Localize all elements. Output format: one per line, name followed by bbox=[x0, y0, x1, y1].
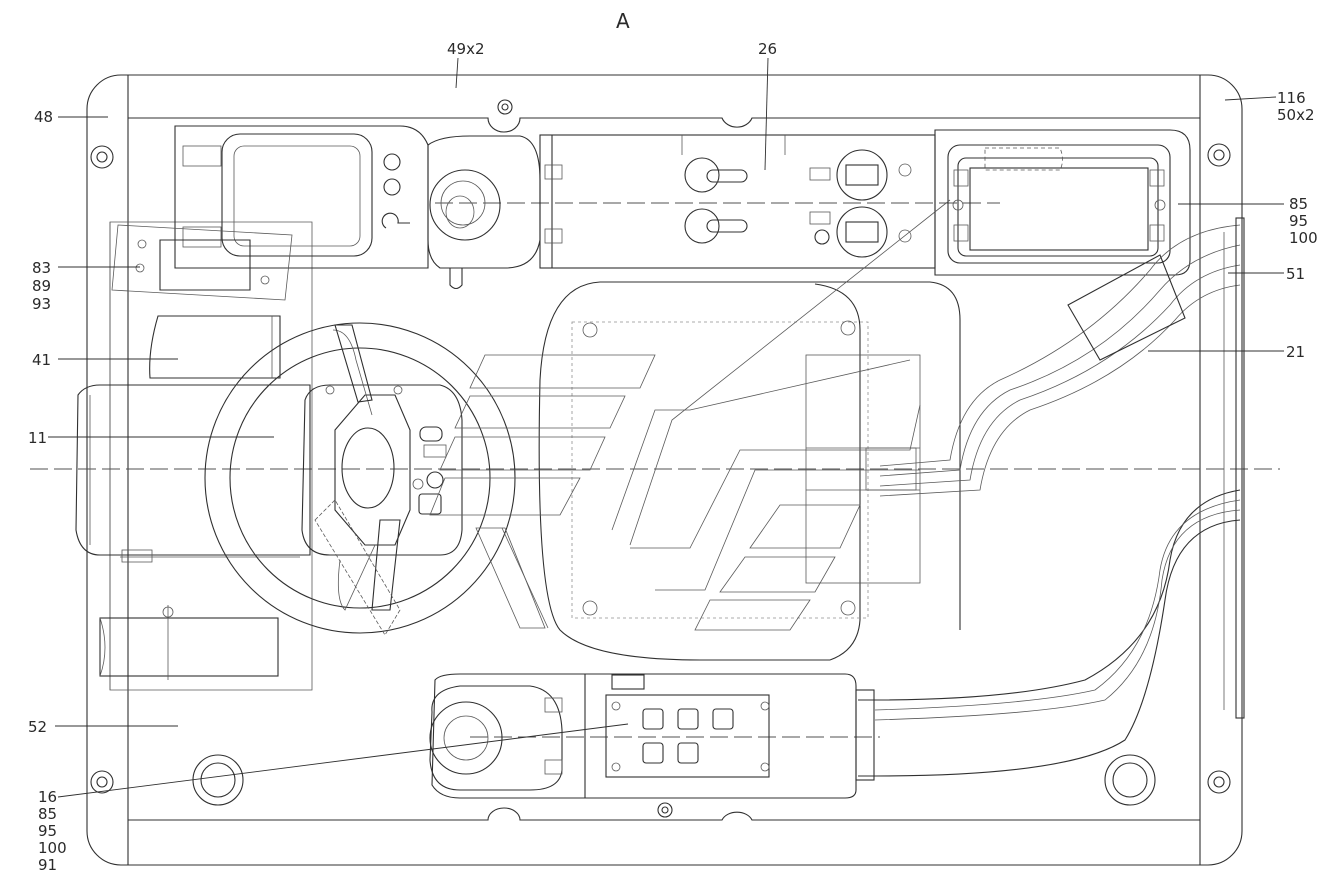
callout-85-b: 85 bbox=[38, 805, 57, 823]
center-lines bbox=[30, 202, 1280, 738]
callout-labels: 49x2 26 48 116 50x2 85 95 100 83 89 93 5… bbox=[28, 40, 1318, 874]
callout-52: 52 bbox=[28, 718, 47, 736]
steering-assembly bbox=[75, 322, 516, 636]
left-parts bbox=[99, 224, 293, 680]
dashboard-console bbox=[174, 125, 936, 290]
leader-lines bbox=[48, 57, 1284, 798]
callout-91: 91 bbox=[38, 856, 57, 874]
base-plate bbox=[86, 74, 1243, 866]
callout-100: 100 bbox=[1289, 229, 1318, 247]
callout-26: 26 bbox=[758, 40, 777, 58]
view-title: A bbox=[616, 9, 630, 33]
callout-50x2: 50x2 bbox=[1277, 106, 1315, 124]
callout-95: 95 bbox=[1289, 212, 1308, 230]
floor-mat bbox=[429, 199, 961, 661]
callout-21: 21 bbox=[1286, 343, 1305, 361]
bottom-control-panel bbox=[429, 673, 875, 799]
callout-83: 83 bbox=[32, 259, 51, 277]
right-control-box bbox=[934, 129, 1191, 276]
callout-11: 11 bbox=[28, 429, 47, 447]
wiring-harness bbox=[858, 217, 1245, 777]
callout-100-b: 100 bbox=[38, 839, 67, 857]
callout-95-b: 95 bbox=[38, 822, 57, 840]
callout-49x2: 49x2 bbox=[447, 40, 485, 58]
callout-89: 89 bbox=[32, 277, 51, 295]
callout-85: 85 bbox=[1289, 195, 1308, 213]
callout-93: 93 bbox=[32, 295, 51, 313]
callout-51: 51 bbox=[1286, 265, 1305, 283]
callout-16: 16 bbox=[38, 788, 57, 806]
callout-48: 48 bbox=[34, 108, 53, 126]
callout-116: 116 bbox=[1277, 89, 1306, 107]
callout-41: 41 bbox=[32, 351, 51, 369]
